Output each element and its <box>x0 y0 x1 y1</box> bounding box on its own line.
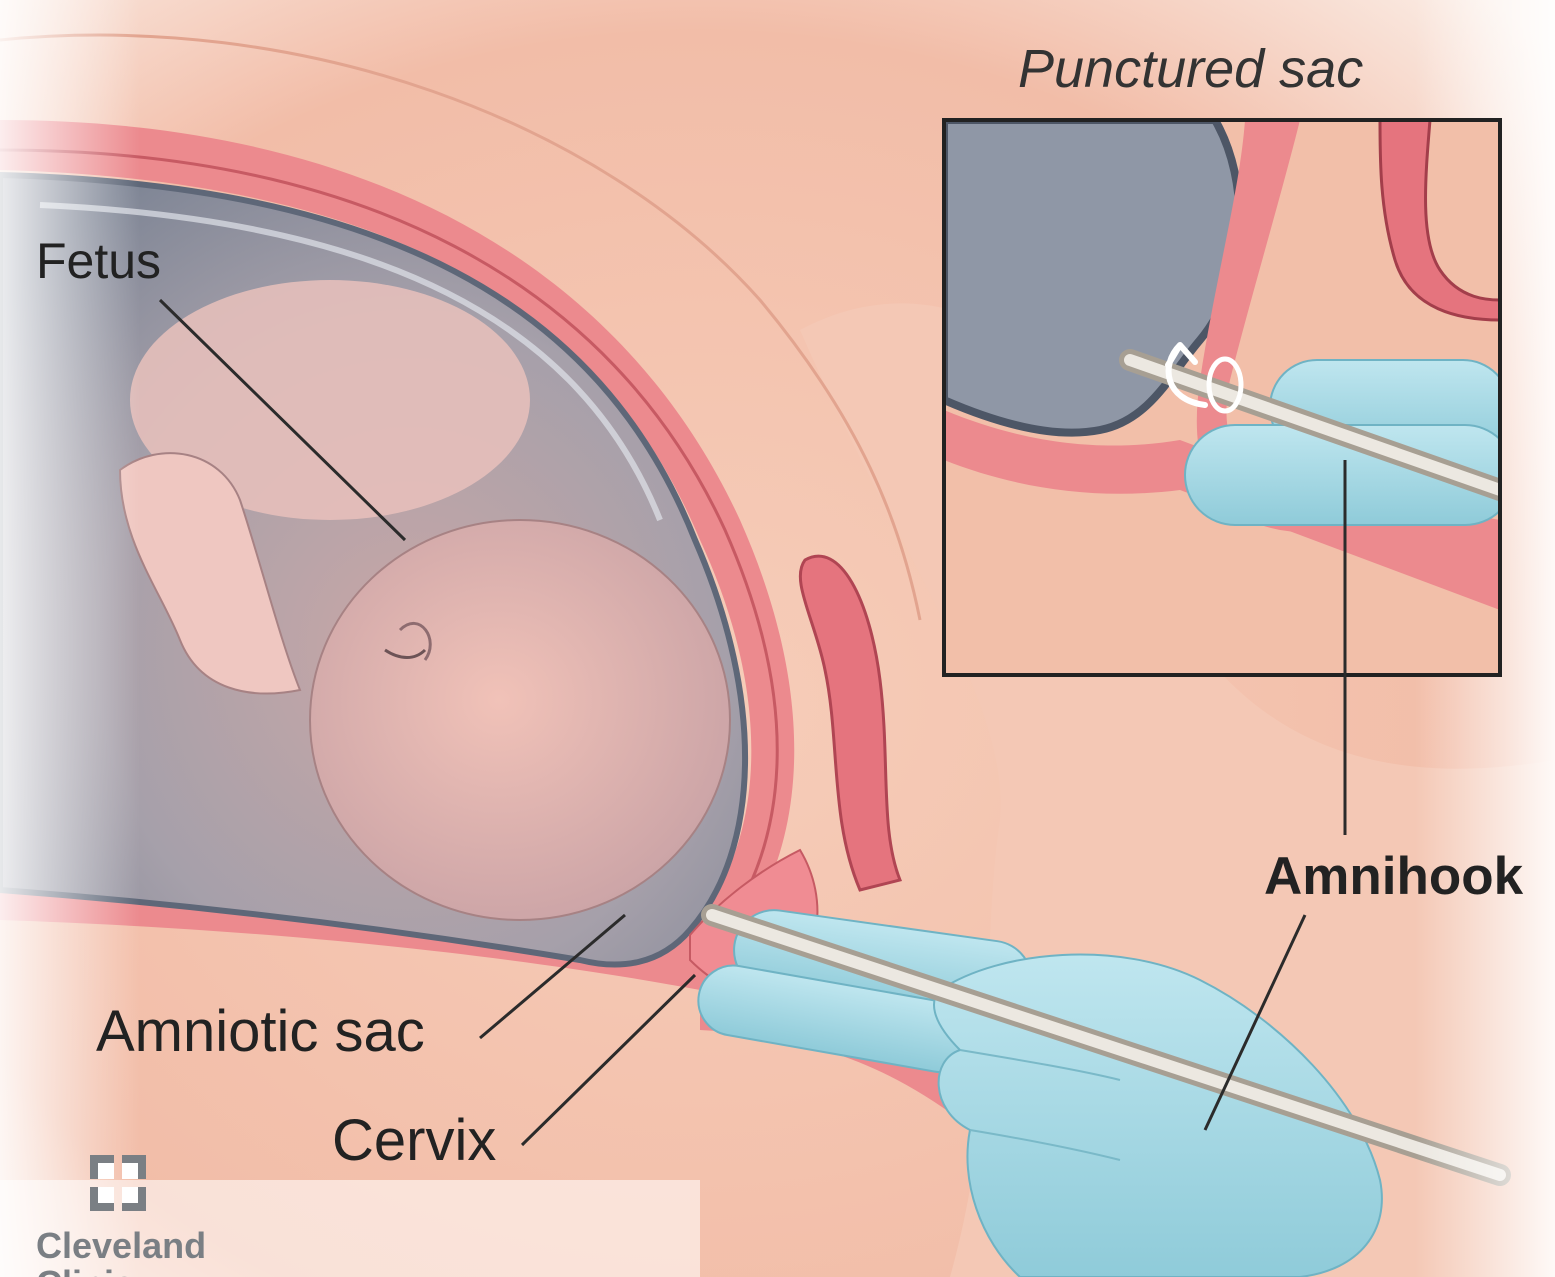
label-cervix: Cervix <box>332 1112 496 1170</box>
fade-left <box>0 0 140 1277</box>
cleveland-clinic-logo: Cleveland Clinic <box>36 1155 216 1277</box>
label-amniotic-sac: Amniotic sac <box>96 1003 425 1061</box>
inset-panel <box>944 120 1515 675</box>
inset-title: Punctured sac <box>1018 42 1363 96</box>
fetus-head <box>310 520 730 920</box>
label-fetus: Fetus <box>36 236 161 286</box>
cleveland-clinic-logo-icon <box>90 1155 146 1211</box>
cleveland-clinic-logo-text: Cleveland Clinic <box>36 1227 206 1277</box>
label-amnihook: Amnihook <box>1264 850 1523 903</box>
